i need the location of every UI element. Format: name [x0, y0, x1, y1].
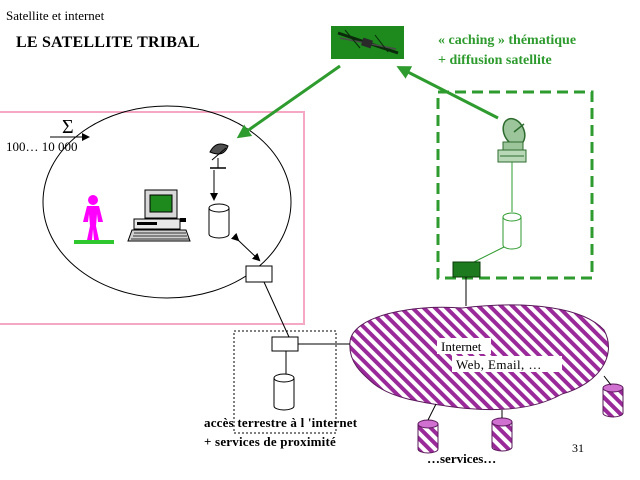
caption-diffusion: + diffusion satellite	[438, 53, 552, 68]
router-icon	[271, 336, 299, 352]
router-icon	[245, 265, 273, 283]
services-label: …services…	[427, 451, 497, 466]
downlink-arrow	[236, 64, 341, 139]
terrestrial-access-label: accès terrestre à l 'internet	[204, 415, 358, 430]
router-icon	[452, 261, 481, 278]
database-icon	[502, 212, 522, 250]
computer-icon	[127, 189, 191, 242]
database-icon	[208, 203, 230, 239]
header-subtitle: Satellite et internet	[6, 8, 105, 23]
db-to-router-link	[473, 246, 505, 263]
caching-station-box	[436, 90, 594, 280]
dish-antenna-icon	[209, 143, 229, 169]
dish-antenna-icon	[497, 117, 527, 163]
page-number: 31	[572, 441, 584, 455]
proximity-services-label: + services de proximité	[204, 434, 336, 449]
internet-services-label: Web, Email, …	[456, 357, 542, 372]
local-access-frame	[233, 330, 337, 434]
internet-label: Internet	[441, 339, 482, 354]
service-database-icon	[491, 417, 513, 452]
tribe-size-range: 100… 10 000	[6, 139, 78, 154]
tribe-db-router-arrow	[230, 232, 261, 262]
caption-caching: « caching » thématique	[438, 33, 577, 48]
service-database-icon	[602, 383, 624, 418]
person-icon	[74, 195, 114, 244]
satellite-icon	[331, 26, 404, 59]
tribe-ellipse	[42, 105, 292, 299]
database-icon	[273, 373, 295, 411]
service-database-icon	[417, 419, 439, 454]
tribe-frame	[0, 111, 305, 325]
page-title: LE SATELLITE TRIBAL	[16, 34, 200, 51]
sigma-symbol: Σ	[62, 116, 74, 138]
